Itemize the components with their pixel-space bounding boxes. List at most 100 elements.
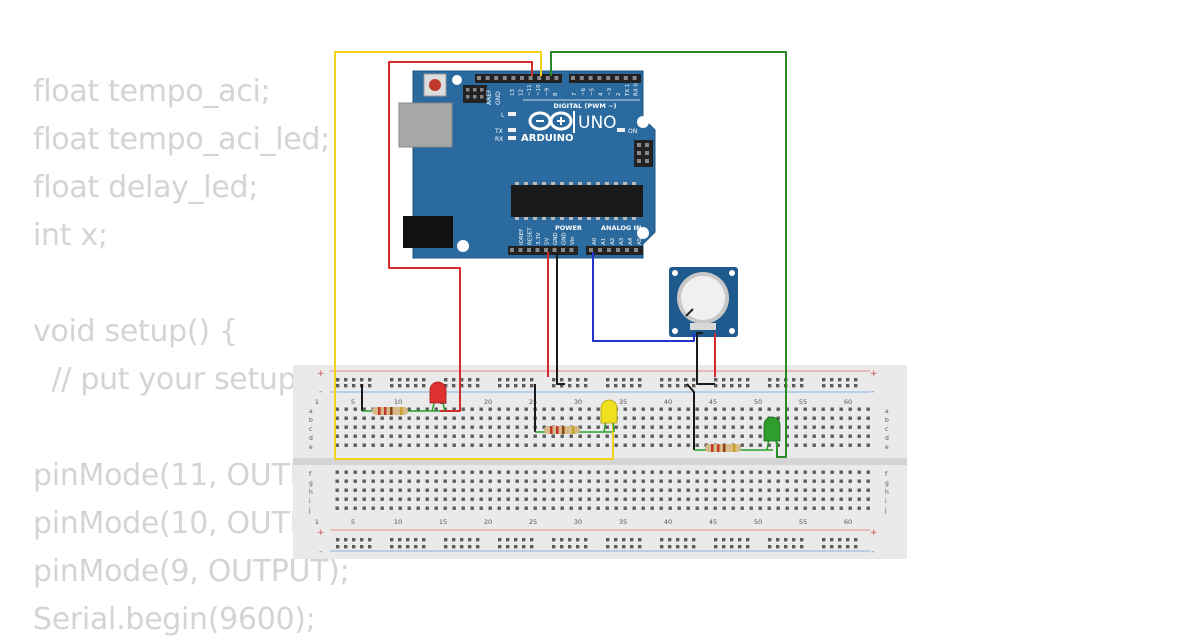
analog-header bbox=[586, 246, 643, 255]
yellow-led-body bbox=[600, 399, 618, 424]
row-letter: g bbox=[309, 480, 313, 487]
column-number: 10 bbox=[394, 518, 402, 526]
mount-hole bbox=[729, 270, 735, 276]
row-letter: j bbox=[308, 507, 311, 514]
column-number: 1 bbox=[315, 518, 319, 526]
row-letter: b bbox=[885, 417, 889, 424]
center-channel bbox=[293, 458, 907, 465]
rx-indicator bbox=[508, 136, 516, 140]
wire-green bbox=[550, 51, 787, 458]
row-letter: a bbox=[885, 408, 889, 415]
column-number: 60 bbox=[844, 398, 852, 406]
green-led-body bbox=[763, 416, 781, 442]
yellow-led bbox=[600, 399, 618, 433]
aref-label: AREF bbox=[486, 89, 493, 105]
digital-header-right bbox=[569, 74, 641, 83]
red-led bbox=[429, 381, 447, 412]
bottom-pin-holes bbox=[510, 248, 638, 252]
leds bbox=[429, 381, 781, 451]
bottom-minus-sign-right: - bbox=[871, 547, 874, 557]
uno-model-text: UNO bbox=[578, 113, 617, 133]
analog-in-label: ANALOG IN bbox=[601, 224, 641, 232]
top-minus-sign-right: - bbox=[871, 387, 874, 397]
chip-pins bbox=[515, 182, 636, 220]
digital-pin-label: ~11 bbox=[527, 84, 533, 96]
mount-hole bbox=[729, 328, 735, 334]
wire-black-pot-gnd bbox=[696, 332, 715, 385]
resistor-1-bands bbox=[378, 407, 403, 415]
icsp-header-right bbox=[634, 140, 653, 167]
analog-pin-label: A4 bbox=[628, 237, 634, 245]
row-letter: d bbox=[309, 435, 313, 442]
column-number: 20 bbox=[484, 518, 492, 526]
digital-pin-label: ~10 bbox=[536, 84, 542, 96]
bottom-plus-sign-right: + bbox=[870, 528, 878, 538]
column-number: 25 bbox=[529, 398, 537, 406]
code-line: pinMode(9, OUTPUT); bbox=[33, 554, 350, 589]
row-letter: i bbox=[885, 498, 887, 505]
power-pin-label: Vin bbox=[570, 236, 576, 245]
resistors bbox=[362, 407, 773, 452]
wire-red-signal bbox=[388, 61, 533, 412]
analog-pin-label: A0 bbox=[592, 237, 598, 245]
column-number: 55 bbox=[799, 518, 807, 526]
row-letter: e bbox=[885, 444, 889, 451]
potentiometer bbox=[669, 267, 738, 337]
column-number: 40 bbox=[664, 398, 672, 406]
column-number: 40 bbox=[664, 518, 672, 526]
digital-pin-label: ~3 bbox=[607, 87, 613, 96]
row-letter: f bbox=[309, 471, 312, 478]
analog-pin-label: A3 bbox=[619, 237, 625, 245]
wire-black-gnd bbox=[556, 252, 565, 385]
digital-pin-label: 2 bbox=[616, 93, 622, 97]
digital-pin-label: TX 1 bbox=[625, 84, 631, 97]
digital-pin-label: ~9 bbox=[544, 87, 550, 96]
power-pin-label: 5V bbox=[545, 238, 551, 245]
digital-pin-label: 13 bbox=[510, 89, 516, 96]
tx-label: TX bbox=[494, 128, 503, 135]
on-label: ON bbox=[628, 128, 637, 135]
red-led-body bbox=[429, 381, 447, 404]
row-letter: b bbox=[309, 417, 313, 424]
column-number: 1 bbox=[315, 398, 319, 406]
pot-knob-indicator bbox=[685, 308, 694, 317]
column-number: 45 bbox=[709, 518, 717, 526]
digital-header-left bbox=[475, 74, 562, 83]
bottom-minus-sign: - bbox=[319, 547, 322, 557]
icsp-pin-holes bbox=[637, 143, 649, 163]
row-letter: f bbox=[885, 471, 888, 478]
column-number: 15 bbox=[439, 518, 447, 526]
column-number: 60 bbox=[844, 518, 852, 526]
column-number: 30 bbox=[574, 518, 582, 526]
digital-pin-label: 12 bbox=[519, 89, 525, 96]
power-jack bbox=[403, 216, 453, 248]
column-number: 5 bbox=[351, 398, 355, 406]
mount-hole bbox=[637, 227, 649, 239]
column-number: 30 bbox=[574, 398, 582, 406]
analog-pin-label: A2 bbox=[610, 238, 616, 245]
row-letter: e bbox=[309, 444, 313, 451]
resistor-2-bands bbox=[550, 426, 575, 434]
power-header bbox=[508, 246, 578, 255]
icsp-header-top bbox=[463, 85, 487, 103]
column-number: 50 bbox=[754, 518, 762, 526]
bottom-terminal-holes bbox=[333, 470, 873, 515]
column-number: 50 bbox=[754, 398, 762, 406]
digital-pin-label: RX 0 bbox=[634, 83, 640, 96]
row-letter: h bbox=[885, 489, 889, 496]
code-line: float tempo_aci_led; bbox=[33, 122, 330, 157]
digital-pin-label: 8 bbox=[553, 92, 559, 96]
row-letter: g bbox=[885, 480, 889, 487]
code-line: float tempo_aci; bbox=[33, 74, 271, 109]
row-letter: j bbox=[884, 507, 887, 514]
analog-pin-label: A5 bbox=[637, 237, 643, 245]
usb-connector bbox=[398, 102, 453, 148]
digital-pin-label: 7 bbox=[572, 92, 578, 96]
digital-pwm-label: DIGITAL (PWM ~) bbox=[554, 102, 617, 110]
code-line: void setup() { bbox=[33, 314, 238, 349]
